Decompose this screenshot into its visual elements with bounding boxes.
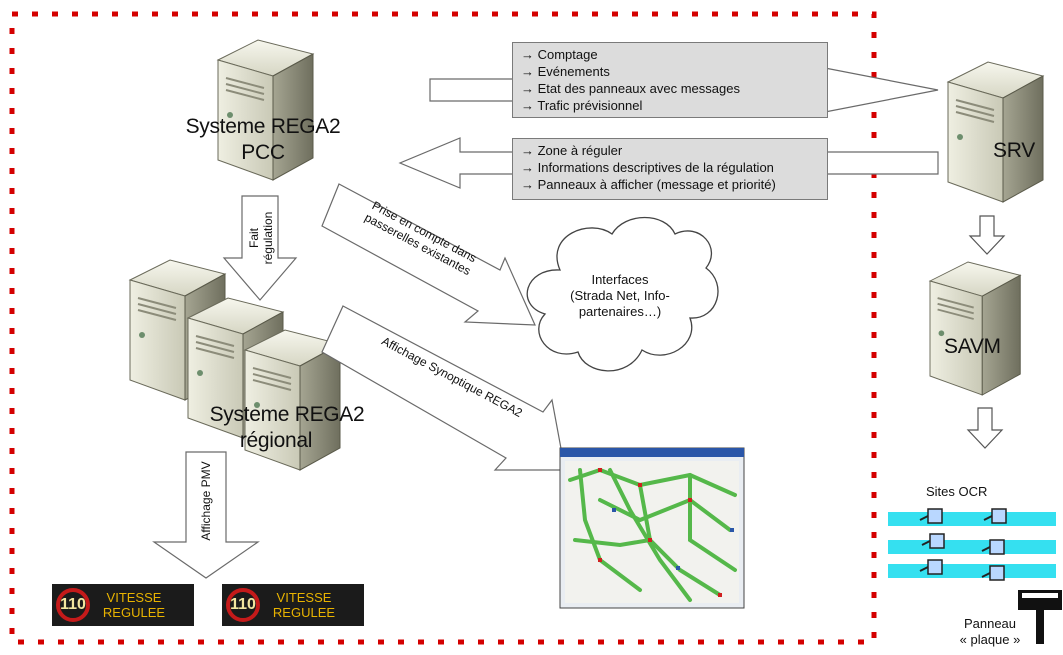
- savm-server-icon: [929, 261, 1022, 396]
- inbound-item: → Zone à réguler: [521, 143, 623, 158]
- panneau-line2: « plaque »: [959, 632, 1021, 647]
- inbound-item: → Panneaux à afficher (message et priori…: [521, 177, 776, 192]
- speed-sign-1: 110 VITESSE REGULEE: [52, 584, 194, 626]
- outbound-item: → Trafic prévisionnel: [521, 98, 643, 113]
- affichage-pmv-text: Affichage PMV: [199, 461, 213, 541]
- speed-sign-text: VITESSE REGULEE: [98, 590, 170, 620]
- regional-title: Systeme REGA2 régional: [196, 402, 378, 454]
- speed-limit-icon: 110: [226, 588, 260, 622]
- pcc-title-line1: Systeme REGA2: [185, 115, 341, 138]
- arrow-savm-to-ocr-icon: [966, 407, 1004, 449]
- arrow-affichage-synoptique-icon: [321, 305, 566, 471]
- speed-limit-icon: 110: [56, 588, 90, 622]
- synoptic-map-image: [559, 447, 745, 609]
- fait-regulation-line1: Fait: [247, 228, 261, 249]
- interfaces-line: (Strada Net, Info-: [570, 288, 670, 303]
- speed-sign-line2: REGULEE: [102, 605, 166, 620]
- pcc-title-line2: PCC: [241, 141, 285, 164]
- arrow-affichage-pmv-icon: [152, 451, 260, 579]
- interfaces-line: partenaires…): [578, 304, 662, 319]
- inbound-item: → Informations descriptives de la régula…: [521, 160, 774, 175]
- interfaces-cloud-icon: [526, 216, 719, 372]
- outbound-item: → Etat des panneaux avec messages: [521, 81, 740, 96]
- savm-label: SAVM: [944, 335, 1001, 358]
- speed-sign-line2: REGULEE: [272, 605, 336, 620]
- panneau-plaque-label: Panneau « plaque »: [958, 616, 1022, 648]
- regional-title-line2: régional: [239, 429, 313, 452]
- outbound-item: → Comptage: [521, 47, 598, 62]
- system-boundary: [9, 11, 877, 645]
- outbound-item: → Evénements: [521, 64, 610, 79]
- panneau-plaque-icon: [1018, 590, 1062, 644]
- speed-sign-line1: VITESSE: [106, 590, 162, 605]
- srv-server-icon: [947, 61, 1044, 203]
- interfaces-label: Interfaces (Strada Net, Info- partenaire…: [540, 272, 700, 320]
- regional-title-line1: Systeme REGA2: [209, 403, 365, 426]
- arrow-srv-to-savm-icon: [968, 215, 1006, 255]
- interfaces-line: Interfaces: [591, 272, 649, 287]
- outbound-info-box: → Comptage → Evénements → Etat des panne…: [512, 42, 828, 118]
- panneau-line1: Panneau: [963, 616, 1017, 631]
- fait-regulation-label: Fait régulation: [247, 211, 275, 265]
- arrow-prise-en-compte-icon: [321, 183, 536, 326]
- srv-label: SRV: [993, 139, 1035, 162]
- speed-sign-2: 110 VITESSE REGULEE: [222, 584, 364, 626]
- arrow-fait-regulation-icon: [222, 195, 298, 301]
- inbound-info-box: → Zone à réguler → Informations descript…: [512, 138, 828, 200]
- affichage-pmv-label: Affichage PMV: [199, 455, 213, 547]
- ocr-sites-label: Sites OCR: [926, 484, 988, 499]
- speed-sign-line1: VITESSE: [276, 590, 332, 605]
- fait-regulation-line2: régulation: [261, 211, 275, 265]
- ocr-sites-icon: [888, 508, 1056, 581]
- speed-sign-text: VITESSE REGULEE: [268, 590, 340, 620]
- pcc-title: Systeme REGA2 PCC: [178, 114, 348, 166]
